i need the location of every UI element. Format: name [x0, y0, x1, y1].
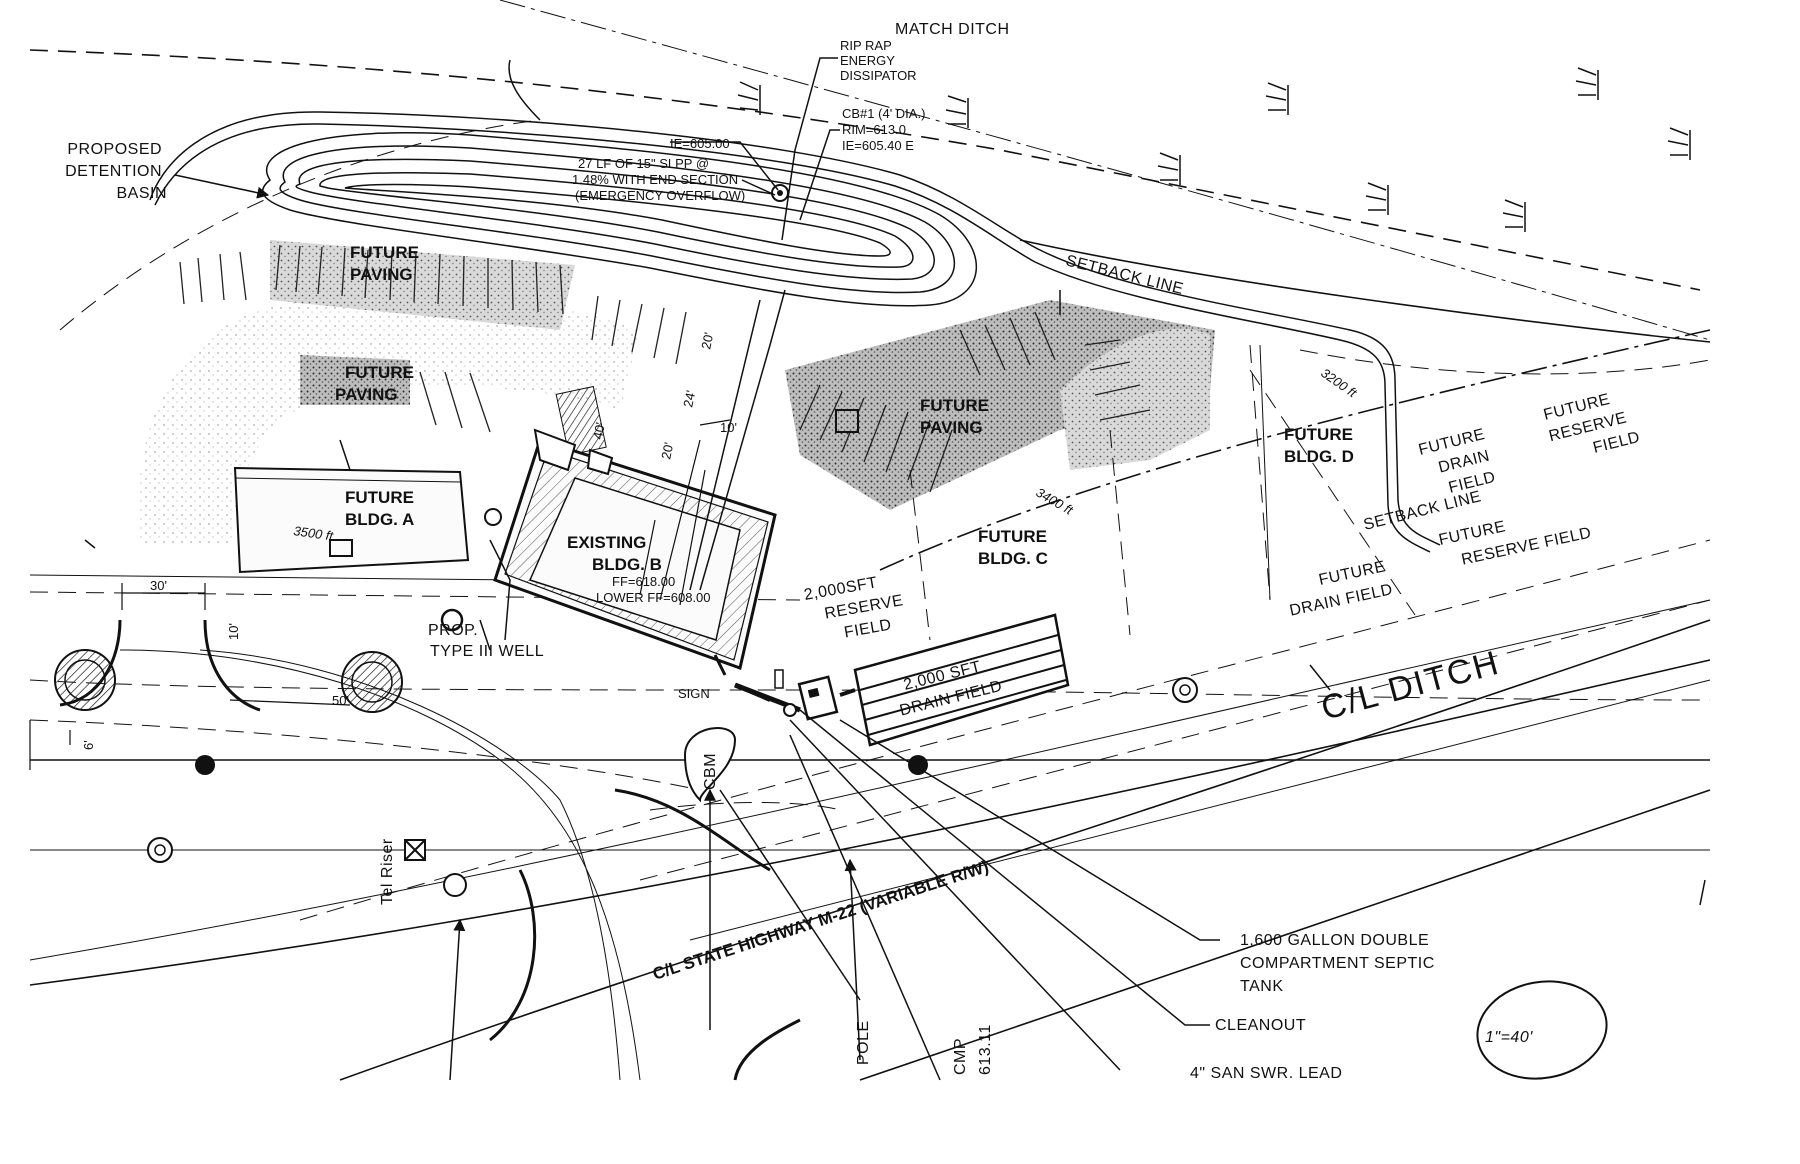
pipe-note-label: 27 LF OF 15" SLPP @ 1.48% WITH END SECTI…: [572, 156, 745, 203]
dumpster-pad: [835, 409, 859, 433]
drain-field-block: [853, 613, 1070, 747]
driveway-curbs: [59, 619, 801, 1081]
bldg-a-label: FUTURE BLDG. A: [345, 488, 419, 529]
tree-2: [341, 651, 403, 713]
tree-1: [54, 649, 116, 711]
dim-50: 50': [332, 693, 349, 708]
parking-east-dark: [1060, 328, 1210, 470]
pole-label: POLE: [855, 1020, 872, 1065]
tel-riser-label: Tel Riser: [379, 838, 396, 905]
building-b: [493, 428, 777, 676]
scale-label: 1"=40': [1485, 1029, 1533, 1046]
leader-lines: [84, 57, 1706, 1081]
dim-20b: 20': [658, 441, 676, 461]
detention-basin-label: PROPOSED DETENTION BASIN: [65, 141, 167, 202]
hand-area-c: 3400 ft: [1034, 485, 1077, 519]
bldg-b-ff-label: FF=618.00 LOWER FF=608.00: [596, 574, 711, 605]
dim-6: 6': [81, 740, 96, 750]
match-ditch-label: MATCH DITCH: [895, 21, 1010, 38]
bldg-c-label: FUTURE BLDG. C: [978, 527, 1052, 568]
well-label: PROP. TYPE III WELL: [428, 622, 544, 660]
utility-pole-dots: [195, 755, 928, 775]
dim-10a: 10': [226, 623, 241, 640]
reserve-field-2000-label: 2,000SFT RESERVE FIELD: [803, 570, 914, 648]
future-paving-3-label: FUTURE PAVING: [920, 396, 994, 437]
catch-basin-cbm: [683, 727, 737, 803]
ie-note-label: IE=605.00: [670, 136, 730, 151]
san-lead-label: 4" SAN SWR. LEAD: [1190, 1065, 1342, 1082]
future-drain-field-1-label: FUTURE DRAIN FIELD: [1417, 425, 1502, 502]
future-paving-2-label: FUTURE PAVING: [335, 363, 419, 404]
parking-stalls-north: [270, 240, 575, 330]
slope-hatch-marks: [737, 67, 1691, 315]
cb1-label: CB#1 (4' DIA.) RIM=613.0 IE=605.40 E: [842, 106, 929, 153]
bldg-b-label: EXISTING BLDG. B: [567, 533, 662, 574]
future-paving-1-label: FUTURE PAVING: [350, 243, 424, 284]
detention-basin: [149, 111, 1441, 553]
setback-line-top-label: SETBACK LINE: [1064, 252, 1185, 298]
parking-stalls-west: [300, 355, 410, 405]
cmp-label: CMP 613.11: [952, 1024, 994, 1075]
cbm-label: CBM: [702, 753, 719, 790]
dim-10b: 10': [720, 420, 737, 435]
hand-area-d: 3200 ft: [1318, 365, 1360, 401]
future-reserve-field-1-label: FUTURE RESERVE FIELD: [1542, 386, 1642, 466]
bldg-d-label: FUTURE BLDG. D: [1284, 425, 1358, 466]
riprap-label: RIP RAP ENERGY DISSIPATOR: [840, 38, 917, 83]
hand-area-a: 3500 ft: [293, 523, 336, 544]
future-drain-field-2-label: FUTURE DRAIN FIELD: [1283, 557, 1397, 620]
septic-tank-label: 1,600 GALLON DOUBLE COMPARTMENT SEPTIC T…: [1240, 932, 1440, 995]
cl-ditch-label: C/L DITCH: [1317, 644, 1504, 728]
dimension-lines: [29, 419, 731, 770]
sign-label: SIGN: [678, 686, 710, 701]
tel-riser-symbol: [404, 839, 426, 861]
dim-40: 40': [590, 421, 608, 440]
parking-stall-lines: [179, 244, 1151, 493]
manhole-symbols: [147, 184, 1198, 897]
dim-30: 30': [150, 578, 167, 593]
paving-areas: [138, 240, 1215, 545]
sign-symbol: [734, 669, 784, 702]
scale-circle: [1476, 980, 1608, 1080]
building-a: [233, 466, 470, 574]
future-reserve-field-2-label: FUTURE RESERVE FIELD: [1437, 501, 1593, 572]
hatched-pad: [555, 385, 607, 456]
dim-20a: 20': [698, 331, 716, 351]
dim-24: 24': [680, 389, 698, 409]
cleanout-label: CLEANOUT: [1215, 1017, 1306, 1034]
drive-aisle: [138, 292, 640, 545]
